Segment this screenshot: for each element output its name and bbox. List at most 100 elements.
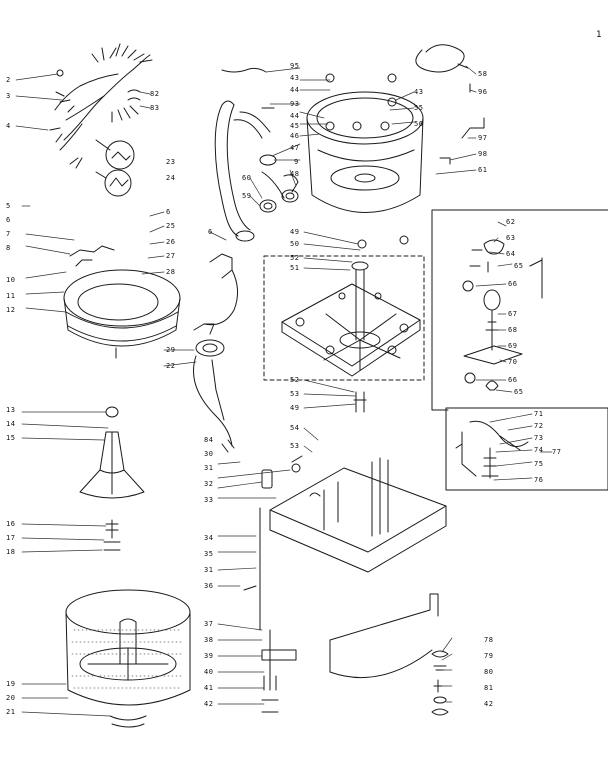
part-label: 53	[290, 390, 300, 398]
part-label: 96	[478, 88, 488, 96]
part-label: 18	[6, 548, 16, 556]
part-label: 14	[6, 420, 16, 428]
part-label: 50	[290, 240, 300, 248]
part-label: 44	[290, 112, 300, 120]
part-label: 45	[290, 122, 300, 130]
part-label: 93	[290, 100, 300, 108]
part-label: 6	[208, 228, 213, 236]
part-label: 31	[204, 464, 214, 472]
part-label: 38	[204, 636, 214, 644]
part-label: 60	[242, 174, 252, 182]
part-label: 95	[290, 62, 300, 70]
part-label: 65	[514, 262, 524, 270]
part-label: 51	[290, 264, 300, 272]
part-label: 37	[204, 620, 214, 628]
part-label: 81	[484, 684, 494, 692]
part-label: 9	[294, 158, 299, 166]
part-label: 58	[478, 70, 488, 78]
part-label: 78	[484, 636, 494, 644]
leader-lines	[15, 65, 553, 717]
part-label: 10	[6, 276, 16, 284]
part-label: 30	[204, 450, 214, 458]
part-label: 74	[534, 446, 544, 454]
part-label: 4	[6, 122, 11, 130]
part-label: 59	[242, 192, 252, 200]
part-label: 23	[166, 158, 176, 166]
part-label: 62	[506, 218, 516, 226]
part-label: 42	[204, 700, 214, 708]
part-label: 5	[6, 202, 11, 210]
part-label: 47	[290, 144, 300, 152]
part-label: 7	[6, 230, 11, 238]
part-label: 41	[204, 684, 214, 692]
part-label: 40	[204, 668, 214, 676]
part-label: 43	[290, 74, 300, 82]
part-label: 97	[478, 134, 488, 142]
upper-basket-ring	[63, 245, 181, 359]
agitator	[79, 406, 145, 551]
part-label: 27	[166, 252, 176, 260]
part-label: 15	[6, 434, 16, 442]
part-label: 75	[534, 460, 544, 468]
part-label: 33	[204, 496, 214, 504]
part-label: 24	[166, 174, 176, 182]
part-label: 83	[150, 104, 160, 112]
part-label: 19	[6, 680, 16, 688]
part-label: 17	[6, 534, 16, 542]
part-label: 76	[534, 476, 544, 484]
part-label: 80	[484, 668, 494, 676]
transmission-mount-plate	[263, 235, 425, 413]
pump-and-hose	[193, 253, 238, 453]
part-label: 25	[166, 222, 176, 230]
part-label: 70	[508, 358, 518, 366]
part-label: 65	[514, 388, 524, 396]
corner-mark: 1	[596, 30, 602, 40]
part-label: 49	[290, 228, 300, 236]
part-label: 52	[290, 376, 300, 384]
part-label: 8	[6, 244, 11, 252]
part-label: 67	[508, 310, 518, 318]
part-label: 16	[6, 520, 16, 528]
part-label: 71	[534, 410, 544, 418]
part-label: 34	[204, 534, 214, 542]
part-label: 12	[6, 306, 16, 314]
part-label: 72	[534, 422, 544, 430]
part-label: 35	[204, 550, 214, 558]
part-label: 26	[166, 238, 176, 246]
part-label: 48	[290, 170, 300, 178]
part-label: 52	[290, 254, 300, 262]
part-label: 29	[166, 346, 176, 354]
part-label: 43	[414, 88, 424, 96]
part-label: 66	[508, 376, 518, 384]
wire-harness	[49, 43, 153, 197]
outer-tub	[306, 44, 485, 213]
part-label: 20	[6, 694, 16, 702]
part-label: 68	[508, 326, 518, 334]
part-label: 32	[204, 480, 214, 488]
cabinet-base-frame	[243, 455, 447, 713]
part-label: 84	[204, 436, 214, 444]
part-label: 79	[484, 652, 494, 660]
part-label: 2	[6, 76, 11, 84]
inset-marker-label: 77	[552, 448, 562, 456]
part-label: 6	[6, 216, 11, 224]
part-label: 56	[414, 120, 424, 128]
part-label: 42	[484, 700, 494, 708]
part-label: 98	[478, 150, 488, 158]
part-label: 22	[166, 362, 176, 370]
part-label: 53	[290, 442, 300, 450]
part-label: 3	[6, 92, 11, 100]
part-label: 73	[534, 434, 544, 442]
part-label: 13	[6, 406, 16, 414]
part-label: 28	[166, 268, 176, 276]
part-label: 54	[290, 424, 300, 432]
inset-frame	[431, 209, 608, 491]
part-label: 55	[414, 104, 424, 112]
part-label: 66	[508, 280, 518, 288]
lower-right-hardware	[431, 650, 449, 716]
part-label: 44	[290, 86, 300, 94]
part-label: 6	[166, 208, 171, 216]
part-label: 11	[6, 292, 16, 300]
